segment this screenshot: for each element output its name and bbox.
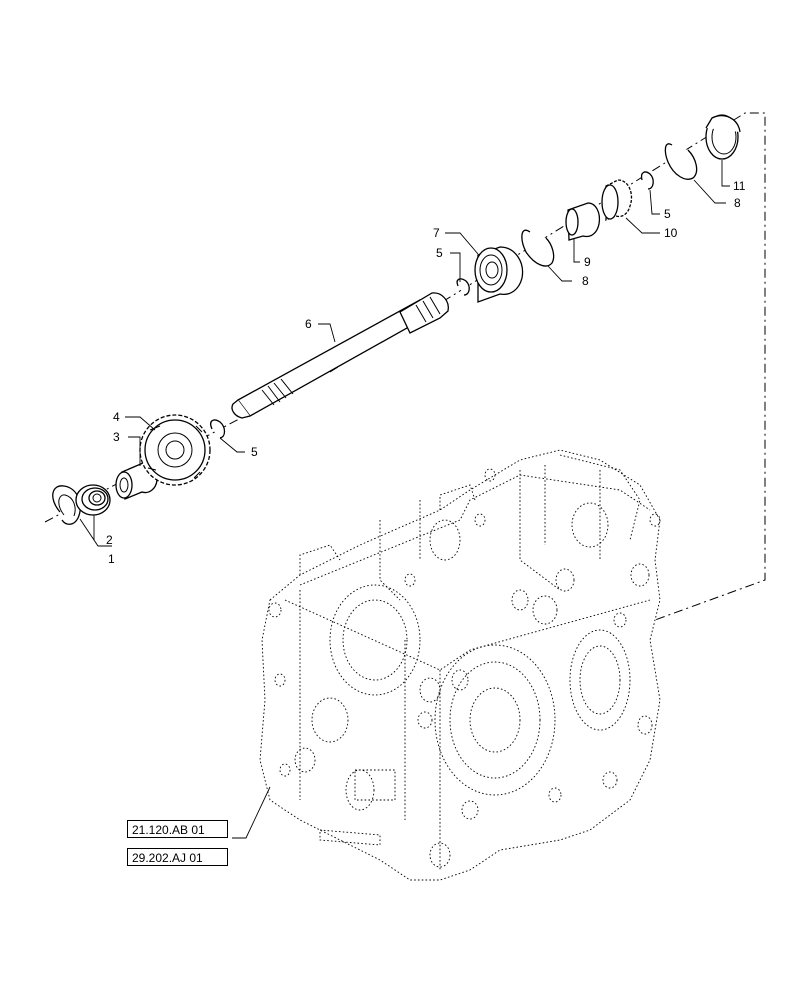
callout-11: 11 (733, 179, 746, 193)
callout-labels: 1 2 3 4 5 6 7 5 8 9 5 10 8 11 (106, 179, 746, 566)
part-gear-4 (139, 414, 211, 486)
callout-8-middle: 8 (582, 274, 589, 288)
callout-8-upper: 8 (734, 196, 741, 210)
callout-7: 7 (433, 226, 440, 240)
part-snap-ring-8a (521, 229, 555, 267)
callout-10: 10 (664, 226, 678, 240)
assembly-center-line (44, 112, 766, 621)
part-snap-ring-8b (664, 143, 698, 180)
part-retaining-ring-5a (210, 419, 226, 439)
part-bearing-7 (474, 246, 524, 303)
callout-1: 1 (108, 552, 115, 566)
part-retaining-ring-5c (640, 171, 654, 190)
part-bushing-9 (565, 202, 601, 241)
transmission-housing (259, 449, 661, 881)
part-bearing-2 (75, 484, 111, 516)
reference-link-29-202-aj-01[interactable]: 29.202.AJ 01 (127, 848, 228, 866)
callout-5-middle: 5 (436, 246, 443, 260)
reference-link-21-120-ab-01[interactable]: 21.120.AB 01 (127, 820, 228, 838)
callout-9: 9 (584, 255, 591, 269)
callout-5-upper: 5 (664, 207, 671, 221)
callout-2: 2 (106, 533, 113, 547)
part-shaft-6 (231, 292, 449, 419)
part-retaining-ring-5b (456, 278, 470, 296)
part-ring-11 (705, 114, 741, 160)
part-gear-10 (601, 179, 633, 221)
callout-5-lower: 5 (251, 445, 258, 459)
part-snap-ring-1 (52, 485, 81, 525)
leader-lines (79, 160, 730, 839)
callout-4: 4 (113, 410, 120, 424)
callout-3: 3 (113, 430, 120, 444)
callout-6: 6 (305, 317, 312, 331)
